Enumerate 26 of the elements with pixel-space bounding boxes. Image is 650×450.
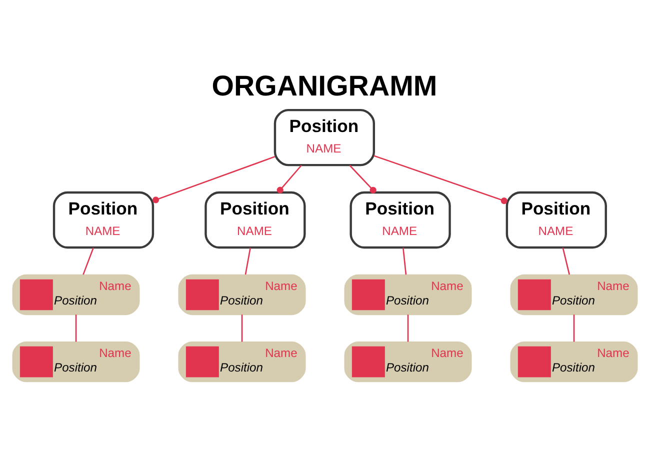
node-box: Name Position (12, 340, 140, 382)
connector (152, 156, 276, 203)
node-box: Name Position (344, 340, 472, 382)
node-box: Position NAME (506, 190, 607, 248)
connector (75, 314, 77, 342)
connector (241, 314, 243, 342)
node-box: Name Position (510, 340, 638, 382)
connector (276, 164, 302, 193)
connector (244, 247, 251, 274)
connector (402, 247, 407, 274)
connector (374, 154, 508, 204)
node-box: Position NAME (274, 108, 376, 166)
node-box: Name Position (510, 274, 638, 315)
node-box: Position NAME (52, 190, 154, 248)
node-box: Position NAME (350, 190, 451, 248)
node-box: Name Position (178, 340, 306, 382)
connector (82, 246, 94, 274)
diagram-title: ORGANIGRAMM (212, 70, 438, 102)
connector (573, 314, 575, 342)
connector (562, 247, 570, 274)
node-box: Name Position (344, 274, 472, 315)
connector (349, 164, 376, 193)
node-box: Name Position (12, 274, 140, 315)
node-box: Position NAME (204, 190, 306, 248)
node-box: Name Position (178, 274, 306, 315)
connector (407, 314, 409, 342)
